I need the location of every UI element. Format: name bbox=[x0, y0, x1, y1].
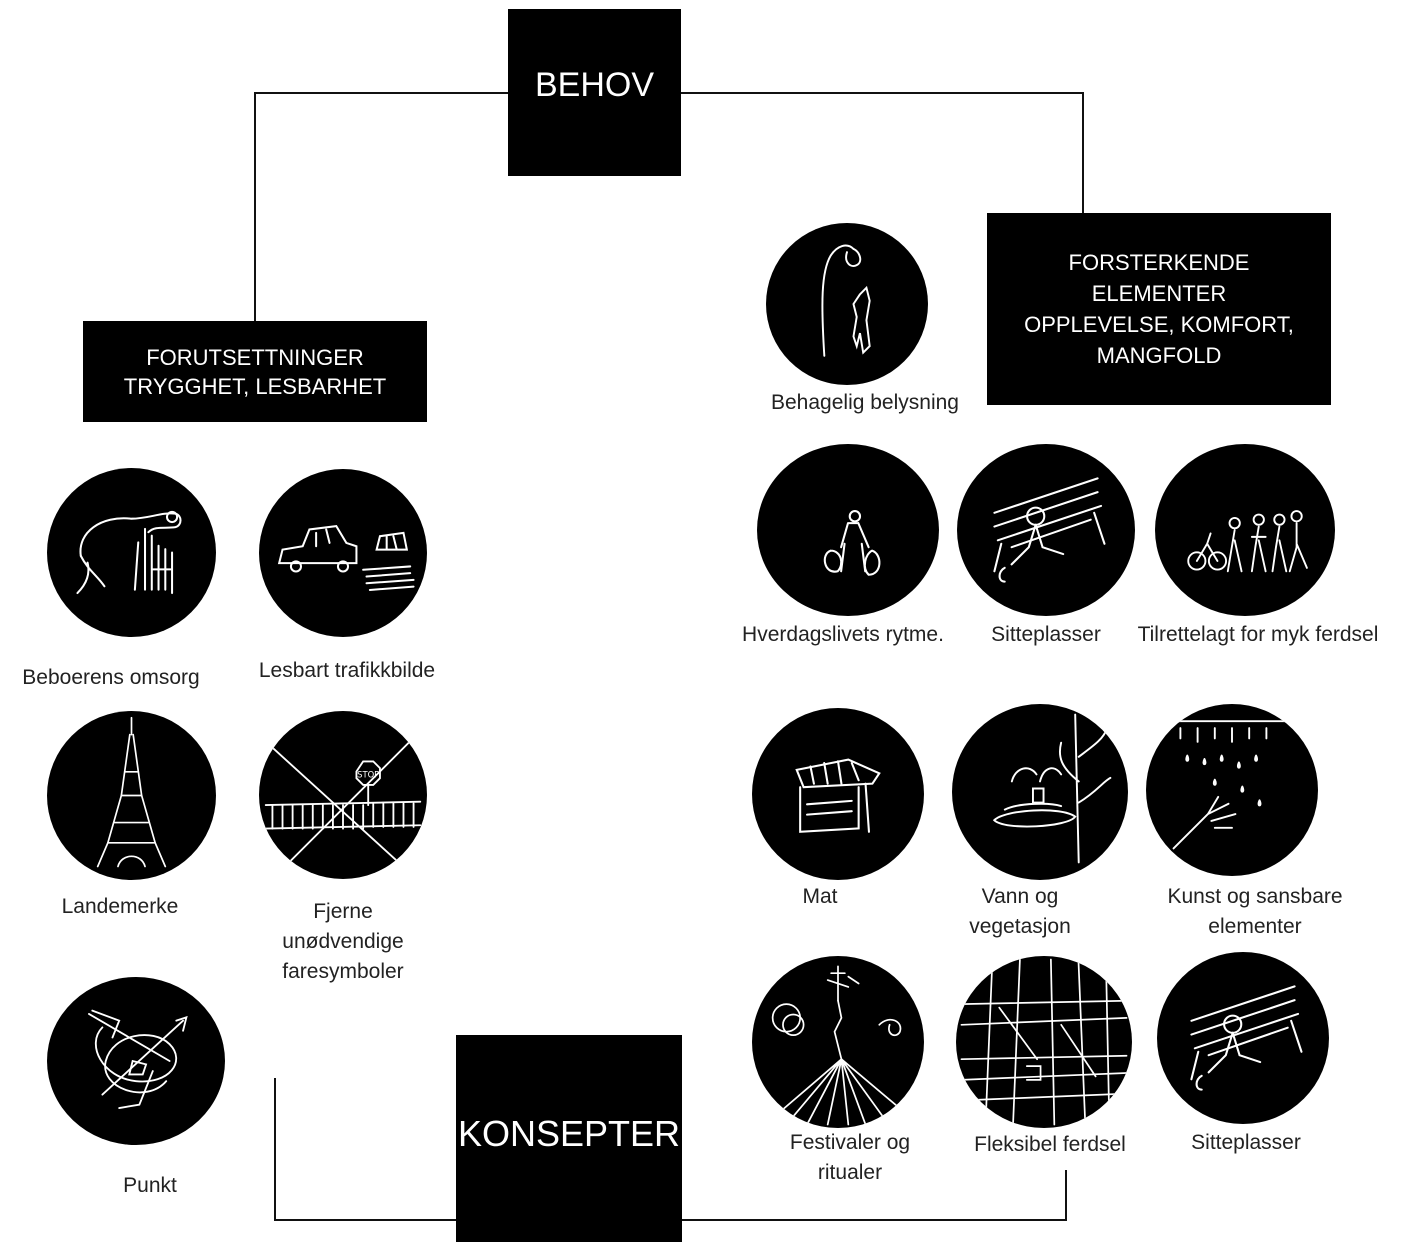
caregiver-sketch-icon bbox=[47, 468, 216, 637]
pedestrians-cyclists-sketch-icon bbox=[1155, 444, 1335, 616]
bench-person-sketch-icon bbox=[1157, 952, 1329, 1124]
caption-myk-ferdsel: Tilrettelagt for myk ferdsel bbox=[1137, 623, 1379, 646]
forsterkende-line-2: ELEMENTER bbox=[1091, 281, 1227, 306]
caption-beboerens-omsorg: Beboerens omsorg bbox=[22, 666, 200, 689]
caption-mat: Mat bbox=[802, 885, 838, 908]
connector-konsepter-left bbox=[274, 1078, 458, 1221]
behov-label: BEHOV bbox=[534, 66, 655, 104]
food-kiosk-sketch-icon bbox=[752, 708, 924, 880]
caption-landemerke: Landemerke bbox=[61, 895, 179, 918]
caption-sitteplasser-2: Sitteplasser bbox=[1191, 1131, 1301, 1154]
forsterkende-line-4: MANGFOLD bbox=[1096, 343, 1222, 368]
konsepter-box: KONSEPTER bbox=[456, 1035, 682, 1242]
forsterkende-line-3: OPPLEVELSE, KOMFORT, bbox=[1024, 312, 1294, 337]
forutsetninger-line-1: FORUTSETTNINGER bbox=[146, 344, 364, 370]
caption-lesbart-trafikkbilde: Lesbart trafikkbilde bbox=[258, 659, 436, 682]
bench-person-sketch-icon bbox=[957, 444, 1135, 616]
caption-vann-og-vegetasjon: Vann og vegetasjon bbox=[969, 885, 1071, 938]
caption-punkt: Punkt bbox=[123, 1174, 177, 1197]
street-lamp-sketch-icon bbox=[766, 223, 928, 385]
arrows-point-sketch-icon bbox=[47, 977, 225, 1145]
street-grid-sketch-icon bbox=[956, 956, 1132, 1128]
stop-sign-fence-sketch-icon: STOP bbox=[259, 711, 427, 879]
behov-box: BEHOV bbox=[508, 9, 681, 176]
caption-hverdagslivets-rytme: Hverdagslivets rytme. bbox=[742, 623, 944, 646]
forutsetninger-box: FORUTSETTNINGER TRYGGHET, LESBARHET bbox=[83, 321, 427, 422]
forsterkende-box: FORSTERKENDE ELEMENTER OPPLEVELSE, KOMFO… bbox=[987, 213, 1331, 405]
shopper-bags-sketch-icon bbox=[757, 444, 939, 616]
fireworks-sketch-icon bbox=[752, 956, 924, 1128]
caption-fjerne-faresymboler: Fjerne unødvendige faresymboler bbox=[282, 900, 404, 983]
forutsetninger-line-2: TRYGGHET, LESBARHET bbox=[123, 373, 387, 399]
connector-behov-forsterkende bbox=[680, 92, 1084, 214]
connector-konsepter-right bbox=[680, 1170, 1067, 1221]
fountain-tree-sketch-icon bbox=[952, 704, 1128, 880]
caption-behagelig-belysning: Behagelig belysning bbox=[771, 391, 959, 414]
caption-festivaler: Festivaler og ritualer bbox=[789, 1131, 911, 1184]
svg-text:STOP: STOP bbox=[357, 769, 379, 779]
caption-sitteplasser-1: Sitteplasser bbox=[991, 623, 1101, 646]
forsterkende-line-1: FORSTERKENDE bbox=[1068, 250, 1250, 275]
eiffel-tower-sketch-icon bbox=[47, 711, 216, 880]
caption-fleksibel-ferdsel: Fleksibel ferdsel bbox=[974, 1133, 1126, 1156]
caption-kunst-sansbare: Kunst og sansbare elementer bbox=[1167, 885, 1343, 938]
connector-behov-forutsetninger bbox=[254, 92, 510, 322]
konsepter-label: KONSEPTER bbox=[457, 1112, 681, 1154]
hand-rain-sketch-icon bbox=[1146, 704, 1318, 876]
car-crosswalk-sketch-icon bbox=[259, 469, 427, 637]
